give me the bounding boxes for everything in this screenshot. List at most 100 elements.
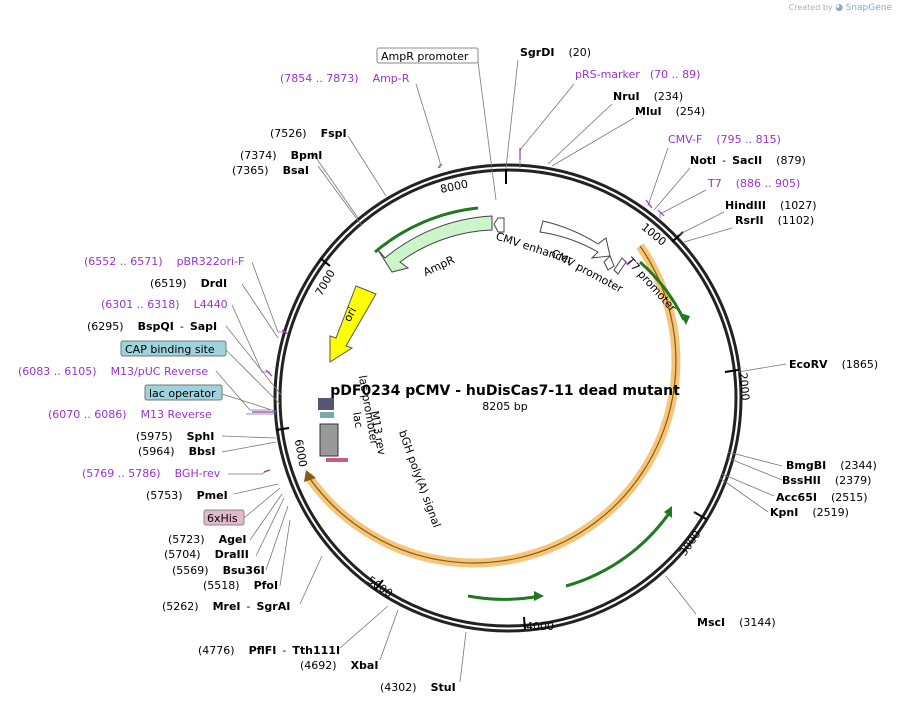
site-fspi: FspI xyxy=(321,127,347,140)
svg-text:(5704)DraIII: (5704)DraIII xyxy=(164,548,249,561)
t7-promoter-feature xyxy=(613,257,627,275)
svg-text:(7854 .. 7873)Amp-R: (7854 .. 7873)Amp-R xyxy=(280,72,410,85)
primer-bgh-rev: BGH-rev xyxy=(175,467,221,480)
site-bsai: BsaI xyxy=(283,164,309,177)
svg-text:(7526)FspI: (7526)FspI xyxy=(270,127,347,140)
svg-text:SgrDI(20): SgrDI(20) xyxy=(520,46,591,59)
backbone-inner xyxy=(278,168,738,628)
svg-text:RsrII(1102): RsrII(1102) xyxy=(735,214,814,227)
primer-marks xyxy=(252,148,665,473)
site-bspqi: BspQI xyxy=(138,320,174,333)
svg-text:(6519)DrdI: (6519)DrdI xyxy=(150,277,227,290)
site-nrui: NruI xyxy=(613,90,640,103)
svg-text:(7374)BpmI: (7374)BpmI xyxy=(240,149,322,162)
cds-segments xyxy=(467,260,686,601)
orf-feature-line xyxy=(307,245,677,564)
lac-operator-label: lac operator xyxy=(149,387,216,400)
backbone-outer xyxy=(273,163,743,633)
site-rsrii: RsrII xyxy=(735,214,764,227)
svg-text:BssHII(2379): BssHII(2379) xyxy=(782,474,871,487)
site-sapi: SapI xyxy=(190,320,217,333)
primer-prs-marker: pRS-marker xyxy=(575,68,640,81)
his-tag-label: 6xHis xyxy=(207,512,238,525)
ampr-feature xyxy=(377,215,493,273)
site-msci: MscI xyxy=(697,616,725,629)
svg-text:(6295)BspQI-SapI: (6295)BspQI-SapI xyxy=(87,320,217,333)
cds-arrowheads xyxy=(534,313,690,601)
svg-text:(4302)StuI: (4302)StuI xyxy=(380,681,456,694)
svg-text:Acc65I(2515): Acc65I(2515) xyxy=(776,491,868,504)
tick-label-6000: 6000 xyxy=(292,438,310,468)
ori-feature xyxy=(329,285,377,363)
svg-text:T7(886 .. 905): T7(886 .. 905) xyxy=(707,177,800,190)
svg-text:(5769 .. 5786)BGH-rev: (5769 .. 5786)BGH-rev xyxy=(82,467,221,480)
svg-text:(7365)BsaI: (7365)BsaI xyxy=(232,164,309,177)
primer-l4440: L4440 xyxy=(194,298,228,311)
tick-label-8000: 8000 xyxy=(439,177,469,196)
site-noti: NotI xyxy=(690,154,716,167)
lac-operator-block xyxy=(320,412,334,418)
ampr-label: AmpR xyxy=(421,253,457,279)
site-sgrai: SgrAI xyxy=(257,600,291,613)
site-sphi: SphI xyxy=(187,430,215,443)
site-bsshii: BssHII xyxy=(782,474,821,487)
site-labels: SgrDI(20) pRS-marker(70 .. 89) NruI(234)… xyxy=(18,46,878,694)
ori-label: ori xyxy=(341,305,359,324)
lac-operator-box xyxy=(144,384,223,401)
snapgene-credit: Created by ◕ SnapGene xyxy=(789,3,892,13)
svg-text:(4776)PflFI-Tth111I: (4776)PflFI-Tth111I xyxy=(198,644,340,657)
site-bsu36i: Bsu36I xyxy=(223,564,265,577)
credit-brand: SnapGene xyxy=(845,3,892,13)
bgh-block xyxy=(319,423,339,457)
svg-text:MluI(254): MluI(254) xyxy=(635,105,705,118)
svg-text:CMV-F(795 .. 815): CMV-F(795 .. 815) xyxy=(668,133,781,146)
site-bmgbi: BmgBI xyxy=(786,459,826,472)
svg-text:(5262)MreI-SgrAI: (5262)MreI-SgrAI xyxy=(162,600,290,613)
svg-text:(4692)XbaI: (4692)XbaI xyxy=(300,659,378,672)
primer-cmv-f: CMV-F xyxy=(668,133,702,146)
plasmid-size: 8205 bp xyxy=(482,400,527,413)
svg-text:BmgBI(2344): BmgBI(2344) xyxy=(786,459,877,472)
cap-binding-site-label: CAP binding site xyxy=(125,343,215,356)
svg-text:(5975)SphI: (5975)SphI xyxy=(136,430,214,443)
site-mrei: MreI xyxy=(213,600,241,613)
primer-t7: T7 xyxy=(707,177,722,190)
svg-text:NruI(234): NruI(234) xyxy=(613,90,683,103)
t7-primer-arrow-icon: ↙ xyxy=(625,258,633,268)
svg-text:NotI-SacII(879): NotI-SacII(879) xyxy=(690,154,806,167)
snapgene-logo-icon: ◕ xyxy=(835,3,844,13)
primer-m13-puc-reverse: M13/pUC Reverse xyxy=(111,365,209,378)
tick-label-4000: 4000 xyxy=(526,620,554,633)
svg-text:EcoRV(1865): EcoRV(1865) xyxy=(789,358,878,371)
svg-text:(5723)AgeI: (5723)AgeI xyxy=(168,533,247,546)
svg-text:(6083 .. 6105)M13/pUC Reverse: (6083 .. 6105)M13/pUC Reverse xyxy=(18,365,208,378)
svg-text:(5964)BbsI: (5964)BbsI xyxy=(138,445,215,458)
site-draiii: DraIII xyxy=(215,548,249,561)
site-hindiii: HindIII xyxy=(725,199,766,212)
site-drdi: DrdI xyxy=(201,277,228,290)
site-bbsi: BbsI xyxy=(189,445,216,458)
ampr-promoter-label: AmpR promoter xyxy=(381,50,469,63)
tick-label-5000: 5000 xyxy=(365,574,395,601)
bgh-label: bGH poly(A) signal xyxy=(396,428,443,529)
credit-prefix: Created by xyxy=(788,3,833,12)
tick-marks xyxy=(275,169,739,631)
orf-arrowhead xyxy=(304,470,316,482)
cap-binding-site-box xyxy=(120,340,227,357)
site-kpni: KpnI xyxy=(770,506,798,519)
site-pfoi: PfoI xyxy=(254,579,279,592)
svg-text:(5569)Bsu36I: (5569)Bsu36I xyxy=(172,564,265,577)
site-tth111i: Tth111I xyxy=(292,644,340,657)
site-mlui: MluI xyxy=(635,105,662,118)
plasmid-title: pDF0234 pCMV - huDisCas7-11 dead mutant xyxy=(330,383,680,399)
cmv-enhancer-feature xyxy=(539,220,611,259)
svg-text:MscI(3144): MscI(3144) xyxy=(697,616,776,629)
svg-text:(5753)PmeI: (5753)PmeI xyxy=(146,489,228,502)
svg-text:pRS-marker(70 .. 89): pRS-marker(70 .. 89) xyxy=(575,68,700,81)
cmv-promoter-feature xyxy=(603,255,615,271)
site-pmei: PmeI xyxy=(197,489,228,502)
site-sacii: SacII xyxy=(732,154,762,167)
ampr-promoter-arrow xyxy=(493,217,505,233)
ampr-cds-line xyxy=(374,206,479,254)
